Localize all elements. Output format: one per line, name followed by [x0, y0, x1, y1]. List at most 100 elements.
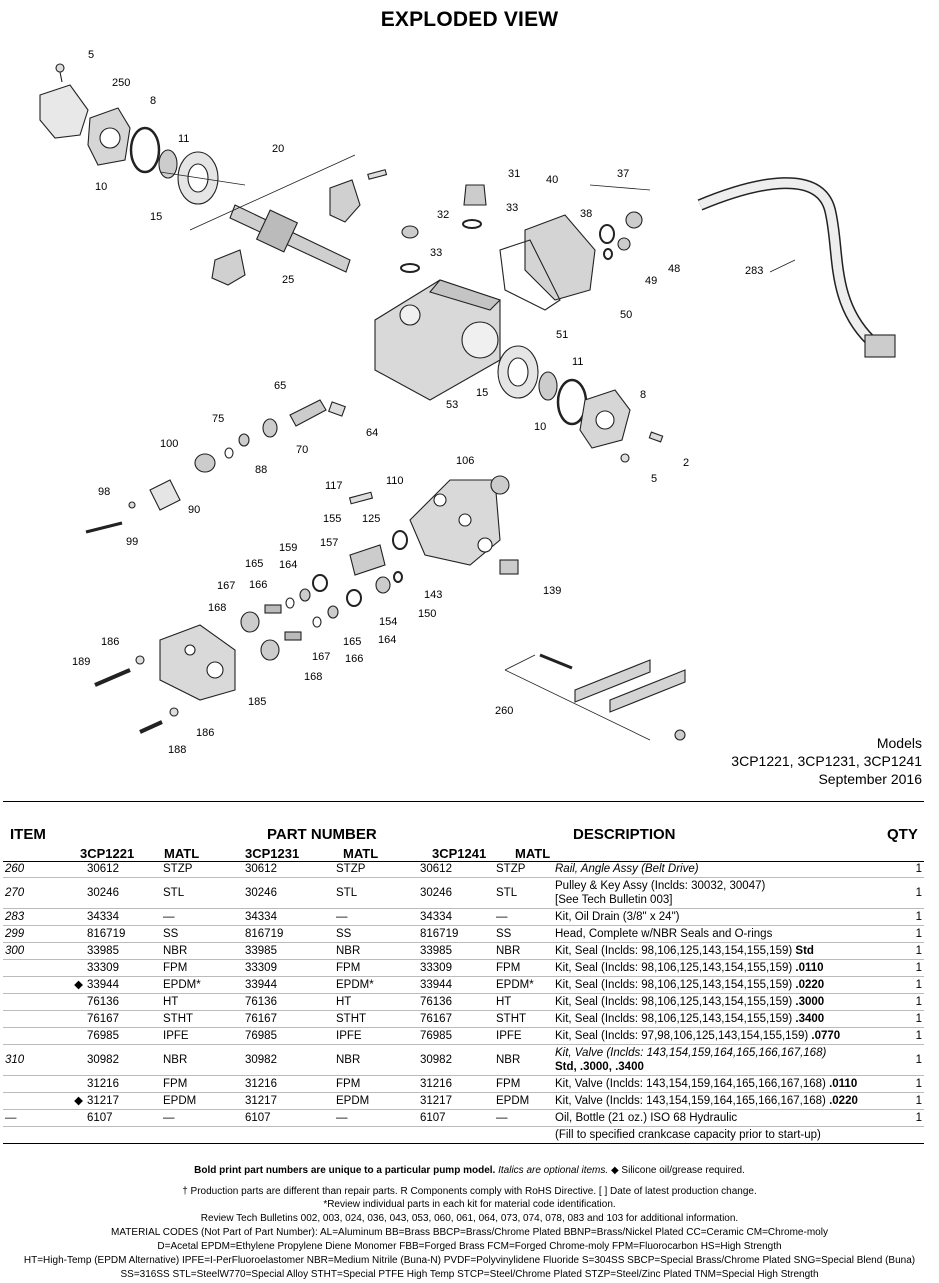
- part-callout: 75: [212, 413, 224, 425]
- silicone-mark: [71, 1010, 85, 1028]
- divider: [3, 801, 924, 802]
- page-title: EXPLODED VIEW: [380, 8, 559, 31]
- part-callout: 167: [217, 580, 235, 592]
- item-cell: [3, 1027, 71, 1045]
- matl-3cp1241: EPDM*: [494, 976, 553, 994]
- part-3cp1231: 30982: [243, 1044, 334, 1076]
- matl-3cp1241: STL: [494, 877, 553, 909]
- part-3cp1221: 34334: [85, 908, 161, 926]
- part-callout: 250: [112, 77, 130, 89]
- header-part-number: PART NUMBER: [267, 826, 377, 843]
- part-callout: 125: [362, 513, 380, 525]
- models-list: 3CP1221, 3CP1231, 3CP1241: [731, 753, 922, 769]
- matl-3cp1221: STZP: [161, 861, 243, 878]
- description-cell: Kit, Seal (Inclds: 98,106,125,143,154,15…: [553, 1010, 892, 1028]
- header-qty: QTY: [887, 826, 918, 843]
- part-callout: 164: [279, 559, 297, 571]
- part-3cp1231: 31217: [243, 1092, 334, 1110]
- description-text: Kit, Seal (Inclds: 98,106,125,143,154,15…: [555, 962, 796, 974]
- part-3cp1231: 30246: [243, 877, 334, 909]
- part-callout: 33: [506, 202, 518, 214]
- part-callout: 8: [640, 389, 646, 401]
- part-callout: 110: [386, 475, 404, 487]
- description-text: Kit, Seal (Inclds: 98,106,125,143,154,15…: [555, 979, 796, 991]
- item-cell: [3, 1126, 71, 1144]
- matl-3cp1241: STHT: [494, 1010, 553, 1028]
- subheader-3cp1241: 3CP1241: [432, 846, 487, 861]
- part-3cp1221: 31216: [85, 1075, 161, 1093]
- description-variant: .0220: [829, 1095, 858, 1107]
- part-callout: 165: [245, 558, 263, 570]
- qty-cell: 1: [892, 1044, 924, 1076]
- part-callout: 5: [651, 473, 657, 485]
- qty-cell: 1: [892, 942, 924, 960]
- description-text: Kit, Seal (Inclds: 98,106,125,143,154,15…: [555, 1013, 796, 1025]
- matl-3cp1221: EPDM*: [161, 976, 243, 994]
- part-3cp1231: 33309: [243, 959, 334, 977]
- description-cell: Kit, Seal (Inclds: 98,106,125,143,154,15…: [553, 993, 892, 1011]
- part-callout: 15: [150, 211, 162, 223]
- part-3cp1231: 33944: [243, 976, 334, 994]
- matl-3cp1221: NBR: [161, 942, 243, 960]
- description-text: Rail, Angle Assy (Belt Drive): [555, 863, 699, 875]
- silicone-mark: [71, 1044, 85, 1076]
- matl-3cp1231: STHT: [334, 1010, 418, 1028]
- silicone-mark: [71, 1126, 85, 1144]
- matl-3cp1221: [161, 1126, 243, 1144]
- part-3cp1241: 33985: [418, 942, 494, 960]
- matl-3cp1241: IPFE: [494, 1027, 553, 1045]
- part-callout: 5: [88, 49, 94, 61]
- description-cell: Kit, Valve (Inclds: 143,154,159,164,165,…: [553, 1044, 892, 1076]
- part-3cp1241: [418, 1126, 494, 1144]
- matl-3cp1241: SS: [494, 925, 553, 943]
- part-callout: 189: [72, 656, 90, 668]
- part-3cp1241: 30982: [418, 1044, 494, 1076]
- part-callout: 117: [325, 480, 343, 492]
- footer-note-2: † Production parts are different than re…: [182, 1186, 757, 1197]
- matl-3cp1221: STL: [161, 877, 243, 909]
- description-cell: Kit, Oil Drain (3/8" x 24"): [553, 908, 892, 926]
- description-variant: .0110: [795, 962, 824, 974]
- part-callout: 38: [580, 208, 592, 220]
- footer-material-codes-1: MATERIAL CODES (Not Part of Part Number)…: [111, 1227, 828, 1238]
- matl-3cp1231: SS: [334, 925, 418, 943]
- part-3cp1241: 76136: [418, 993, 494, 1011]
- matl-3cp1221: STHT: [161, 1010, 243, 1028]
- part-callout: 65: [274, 380, 286, 392]
- item-cell: 310: [3, 1044, 71, 1076]
- matl-3cp1231: EPDM: [334, 1092, 418, 1110]
- part-3cp1241: 6107: [418, 1109, 494, 1127]
- footer-note-3: *Review individual parts in each kit for…: [323, 1199, 616, 1210]
- footer-note-1: Bold print part numbers are unique to a …: [0, 1164, 939, 1178]
- part-3cp1231: 31216: [243, 1075, 334, 1093]
- part-3cp1241: 33309: [418, 959, 494, 977]
- matl-3cp1241: EPDM: [494, 1092, 553, 1110]
- part-3cp1241: 33944: [418, 976, 494, 994]
- qty-cell: 1: [892, 925, 924, 943]
- matl-3cp1241: STZP: [494, 861, 553, 878]
- silicone-mark: [71, 1109, 85, 1127]
- item-cell: 283: [3, 908, 71, 926]
- description-text: Kit, Oil Drain (3/8" x 24"): [555, 911, 680, 923]
- part-3cp1231: 34334: [243, 908, 334, 926]
- part-3cp1221: 6107: [85, 1109, 161, 1127]
- matl-3cp1231: —: [334, 908, 418, 926]
- part-callout: 159: [279, 542, 297, 554]
- part-3cp1231: 76136: [243, 993, 334, 1011]
- qty-cell: [892, 1126, 924, 1144]
- part-callout: 37: [617, 168, 629, 180]
- part-callout: 157: [320, 537, 338, 549]
- item-cell: [3, 959, 71, 977]
- qty-cell: 1: [892, 861, 924, 878]
- part-3cp1221: 33944: [85, 976, 161, 994]
- item-cell: 300: [3, 942, 71, 960]
- description-text: Kit, Seal (Inclds: 98,106,125,143,154,15…: [555, 945, 796, 957]
- part-callout: 49: [645, 275, 657, 287]
- part-callout: 15: [476, 387, 488, 399]
- matl-3cp1241: FPM: [494, 959, 553, 977]
- part-callout: 50: [620, 309, 632, 321]
- part-callout: 100: [160, 438, 178, 450]
- part-3cp1231: 76985: [243, 1027, 334, 1045]
